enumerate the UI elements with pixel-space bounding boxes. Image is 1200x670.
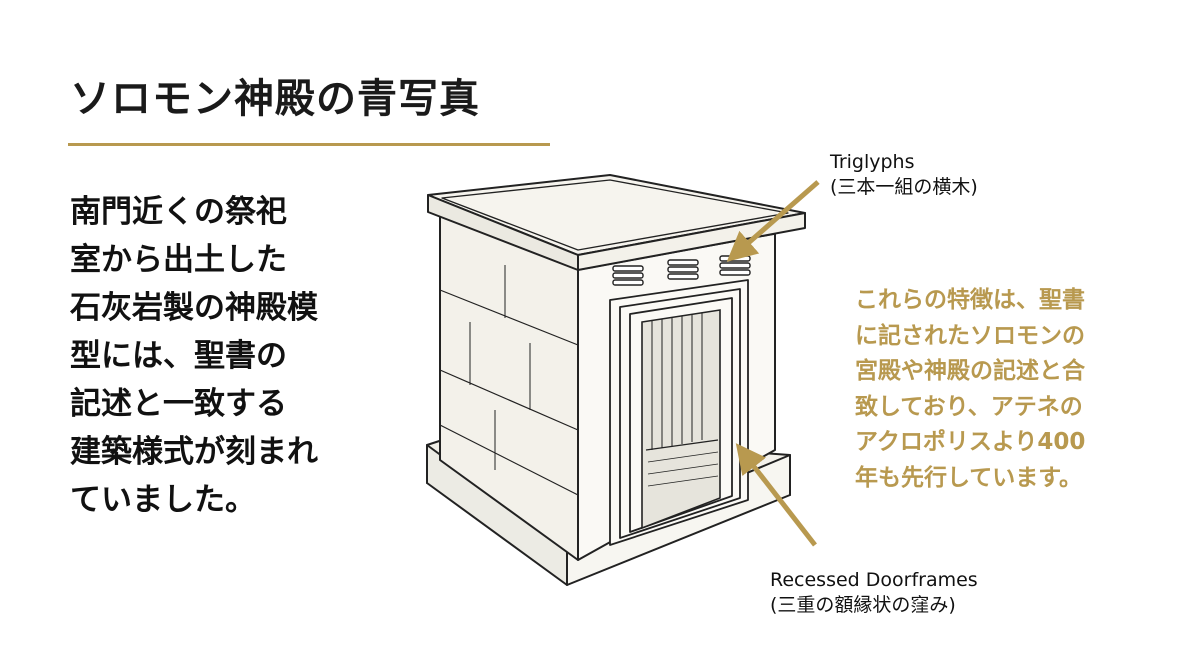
side-note-line: これらの特徴は、聖書: [855, 287, 1085, 313]
main-description-line: 型には、聖書の: [70, 338, 287, 374]
page-title: ソロモン神殿の青写真: [70, 76, 480, 122]
doorframes-label-title: Recessed Doorframes: [770, 569, 978, 591]
side-note-line: 致しており、アテネの: [855, 393, 1083, 420]
doorway: [641, 309, 721, 530]
triglyphs-pointer-arrow: [726, 180, 820, 262]
model-cornice: [427, 174, 806, 271]
main-description-line: 建築様式が刻まれ: [70, 434, 318, 470]
side-note: これらの特徴は、聖書 に記されたソロモンの 宮殿や神殿の記述と合 致しており、ア…: [855, 283, 1155, 496]
main-description-line: 石灰岩製の神殿模: [70, 290, 318, 326]
doorframes-label-subtitle: (三重の額縁状の窪み): [770, 594, 956, 616]
side-note-line: 年も先行しています。: [855, 464, 1083, 491]
main-description-line: 南門近くの祭祀: [70, 194, 287, 230]
side-note-line: アクロポリスより400: [855, 429, 1086, 455]
triglyphs-label-subtitle: (三本一組の横木): [830, 176, 978, 198]
main-description-line: 室から出土した: [70, 242, 287, 278]
title-underline: [68, 143, 550, 146]
triglyphs: [612, 255, 751, 286]
main-description-line: ていました。: [70, 482, 256, 518]
side-note-line: に記されたソロモンの: [855, 322, 1085, 349]
doorframes-pointer-arrow: [735, 443, 817, 547]
side-note-line: 宮殿や神殿の記述と合: [855, 358, 1085, 384]
triglyphs-label-title: Triglyphs: [830, 151, 915, 173]
main-description: 南門近くの祭祀 室から出土した 石灰岩製の神殿模 型には、聖書の 記述と一致する…: [70, 188, 400, 524]
triglyphs-label: Triglyphs (三本一組の横木): [830, 150, 978, 200]
main-description-line: 記述と一致する: [70, 386, 287, 422]
doorframes-label: Recessed Doorframes (三重の額縁状の窪み): [770, 568, 978, 618]
